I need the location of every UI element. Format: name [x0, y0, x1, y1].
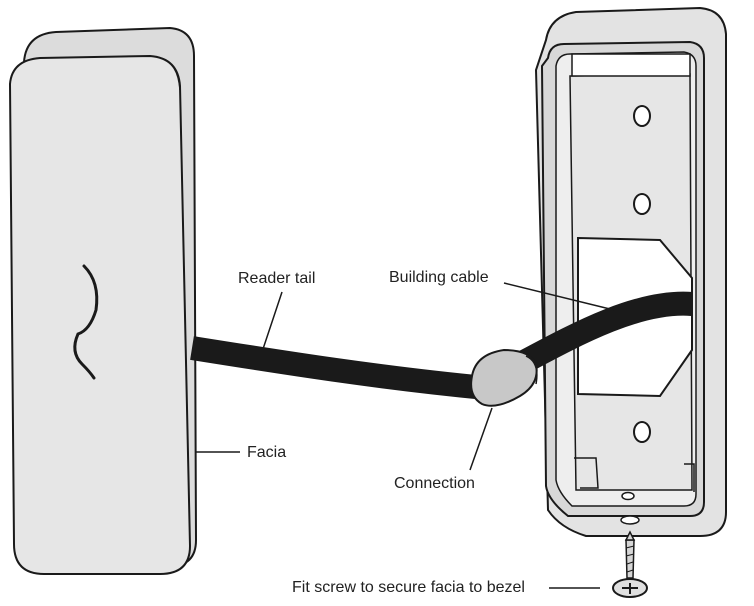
screw-thread	[626, 569, 634, 573]
connection-joint	[470, 348, 538, 407]
connector-body	[470, 348, 538, 407]
leader-building-cable	[503, 282, 615, 311]
bezel	[534, 6, 727, 537]
mounting-hole	[633, 421, 651, 443]
connector-band	[525, 355, 538, 385]
facia-edge	[159, 57, 181, 91]
screw-thread	[625, 545, 635, 549]
label-reader-tail: Reader tail	[238, 270, 316, 287]
label-fit-screw: Fit screw to secure facia to bezel	[292, 579, 525, 596]
wave-icon	[73, 264, 99, 380]
facia-front	[8, 54, 192, 575]
label-facia: Facia	[247, 444, 287, 461]
label-connection: Connection	[394, 475, 475, 492]
label-building-cable: Building cable	[389, 269, 489, 286]
screw-hole-outer	[620, 515, 640, 525]
facia-reader	[8, 26, 198, 575]
bezel-top-slot	[571, 53, 691, 77]
reader-tail-cable	[190, 336, 488, 400]
bezel-clip-right	[684, 463, 695, 492]
screw-thread	[626, 561, 634, 565]
mounting-hole	[633, 105, 651, 127]
screw-icon	[612, 530, 648, 598]
mounting-hole	[633, 193, 651, 215]
screw-hole	[621, 491, 635, 501]
leader-connection	[469, 407, 493, 471]
building-cable	[518, 291, 693, 373]
screw-tip	[624, 530, 636, 541]
bezel-clip-left	[574, 457, 599, 489]
leader-reader-tail	[257, 291, 283, 365]
screw-thread	[625, 553, 635, 557]
